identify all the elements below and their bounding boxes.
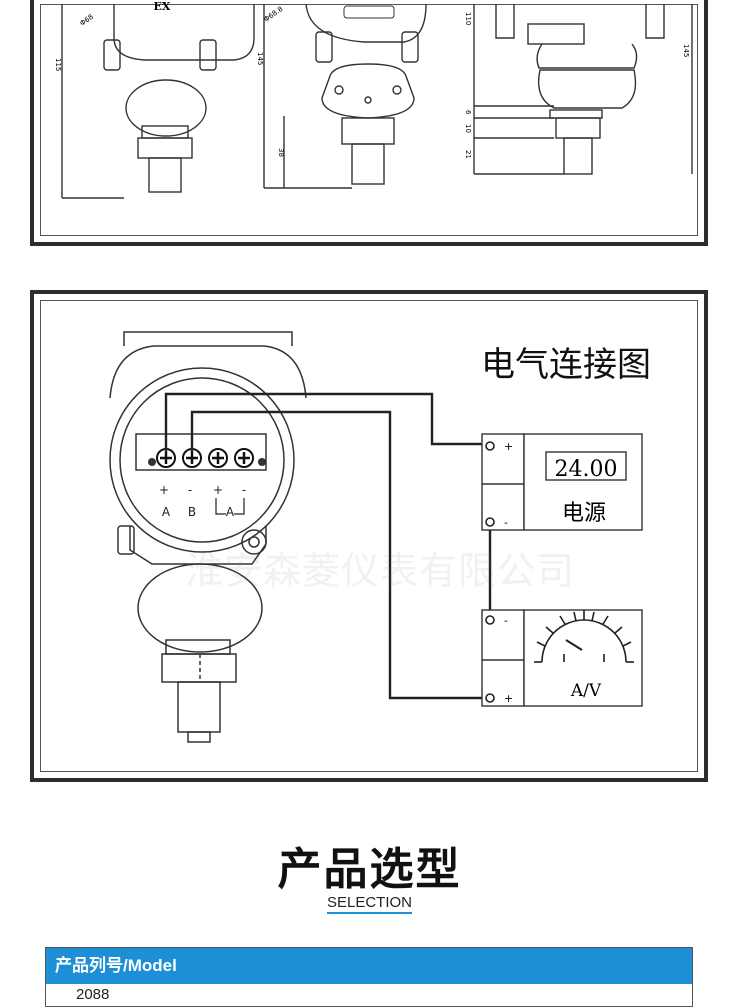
left-housing-outline	[113, 4, 255, 61]
transmitter-lug-left	[117, 525, 135, 555]
meter-box	[523, 609, 643, 707]
dim-21: 21	[464, 150, 472, 159]
meter-plus-label: +	[504, 692, 513, 705]
middle-hex	[341, 117, 395, 145]
terminal-label-b: B	[188, 505, 196, 519]
watermark: 淮安森菱仪表有限公司	[185, 549, 576, 593]
wiring-title: 电气连接图	[481, 345, 651, 385]
left-housing-lug-left	[103, 39, 121, 71]
table-header: 产品列号/Model	[46, 948, 692, 984]
left-hex	[137, 137, 193, 159]
dim-115-left: 115	[54, 58, 62, 71]
right-body	[537, 69, 637, 109]
dim-phi68: Φ68	[79, 13, 95, 28]
power-plus-node	[485, 441, 495, 451]
terminal-a-plus: +	[159, 483, 169, 497]
wiring-diagram: 电气连接图	[109, 331, 651, 743]
ammeter-bracket	[215, 498, 245, 515]
dimension-drawing: EX Φ68 Φ68.8 115 145 38 110 145 6 10 21	[54, 0, 693, 199]
transmitter-housing-inner	[119, 377, 285, 543]
meter-terminal-box	[481, 609, 525, 707]
middle-fitting	[351, 143, 385, 185]
power-minus-node	[485, 517, 495, 527]
meter-dial-icon	[534, 610, 634, 663]
right-housing-left	[495, 4, 515, 39]
terminal-block	[135, 433, 267, 471]
wires	[164, 392, 492, 700]
left-fitting	[148, 157, 182, 193]
transmitter-top-cap	[123, 331, 293, 346]
transmitter-hex	[161, 653, 237, 683]
terminal-label-ammeter: A	[226, 505, 235, 519]
display-buttons	[343, 5, 395, 19]
transmitter-lug-right-hole	[248, 536, 260, 548]
middle-bolt-left	[334, 85, 344, 95]
right-hex	[555, 117, 601, 139]
terminal-ammeter-minus: -	[242, 483, 246, 497]
right-neck	[536, 43, 638, 69]
selection-subtitle: SELECTION	[326, 894, 413, 914]
terminal-screws	[148, 448, 266, 468]
power-minus-label: -	[504, 516, 508, 529]
transmitter-lug-right	[241, 529, 267, 555]
left-housing-lug-right	[199, 39, 217, 71]
right-collar	[549, 109, 603, 119]
dimension-drawing-frame: EX Φ68 Φ68.8 115 145 38 110 145 6 10 21	[30, 0, 708, 246]
meter-plus-node	[485, 693, 495, 703]
left-body	[125, 79, 207, 137]
transmitter-housing-circle	[109, 367, 295, 553]
dim-phi68-8: Φ68.8	[263, 5, 285, 24]
power-display	[545, 451, 627, 481]
right-housing-right	[645, 4, 665, 39]
ex-mark: EX	[154, 0, 171, 13]
transmitter-shoulder	[109, 345, 307, 399]
selection-subtitle-wrapper: SELECTION	[0, 894, 739, 914]
meter-label: A/V	[570, 681, 602, 701]
power-supply-box	[523, 433, 643, 531]
terminal-label-a: A	[162, 505, 171, 519]
transmitter-body	[137, 563, 263, 653]
dim-10: 10	[464, 124, 472, 133]
wiring-diagram-frame: 电气连接图	[30, 290, 708, 782]
power-plus-label: +	[504, 440, 513, 453]
dimension-drawing-inner-border	[40, 4, 698, 236]
transmitter-fitting	[177, 681, 221, 733]
middle-bolt-right	[392, 85, 402, 95]
middle-lug-right	[401, 31, 419, 63]
terminal-ammeter-plus: +	[213, 483, 223, 497]
right-fitting	[563, 137, 593, 175]
wiring-diagram-inner-border	[40, 300, 698, 772]
selection-title: 产品选型	[277, 844, 462, 895]
middle-bolt-center	[364, 96, 372, 104]
transmitter-tip	[187, 731, 211, 743]
dim-6: 6	[464, 110, 472, 115]
terminal-b-minus: -	[188, 483, 192, 497]
right-cable-gland	[527, 23, 585, 45]
dim-145-middle: 145	[256, 52, 264, 65]
power-supply-label: 电源	[562, 501, 606, 526]
dim-110: 110	[464, 12, 472, 25]
table-row: 2088	[76, 986, 110, 1003]
meter-minus-label: -	[504, 614, 508, 627]
middle-housing-outline	[305, 3, 427, 43]
model-selection-table: 产品列号/Model 2088	[45, 947, 693, 1007]
dim-145-right: 145	[682, 44, 690, 57]
dim-38: 38	[277, 148, 285, 157]
middle-lug-left	[315, 31, 333, 63]
power-display-value: 24.00	[555, 457, 618, 482]
middle-body	[321, 63, 415, 119]
meter-minus-node	[485, 615, 495, 625]
